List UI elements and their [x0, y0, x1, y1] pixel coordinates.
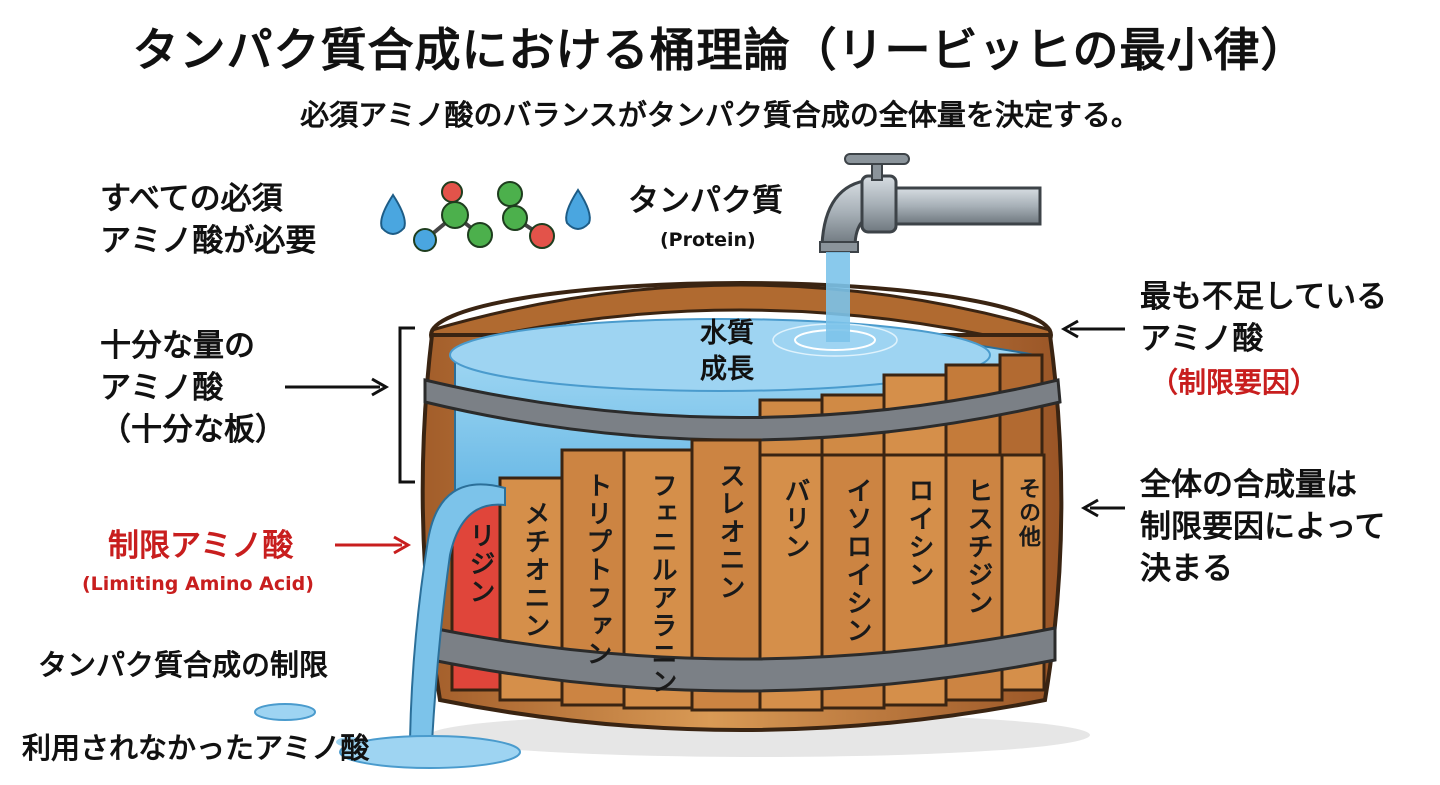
water-puddle	[339, 735, 521, 769]
arrow-icon	[285, 319, 1125, 555]
label-total-determined-line2: 制限要因によって	[1140, 509, 1386, 545]
label-limiting-factor: （制限要因）	[1150, 366, 1319, 399]
stave-label: ロイシン	[904, 477, 934, 589]
upper-hoop	[423, 378, 1062, 442]
label-sufficient-line3: （十分な板）	[100, 412, 286, 448]
stave-label: バリン	[780, 477, 810, 561]
stave-label: その他	[1015, 477, 1040, 549]
label-total-determined-line3: 決まる	[1140, 551, 1233, 587]
stave-label: ヒスチジン	[963, 477, 993, 617]
water-drop-icon	[380, 188, 591, 235]
label-water-quality-line1: 水質	[700, 318, 754, 349]
stave-label: イソロイシン	[842, 477, 872, 645]
label-sufficient-line2: アミノ酸	[100, 370, 224, 406]
label-most-deficient-line1: 最も不足している	[1140, 279, 1388, 315]
stave-label: トリプトファン	[582, 472, 612, 668]
label-water-quality-line2: 成長	[700, 354, 754, 385]
amino-acid-molecule-icon	[413, 181, 555, 252]
label-limiting-en: (Limiting Amino Acid)	[82, 573, 314, 595]
label-synthesis-limit: タンパク質合成の制限	[38, 648, 329, 682]
label-all-essential: すべての必須 アミノ酸が必要	[100, 178, 316, 262]
label-all-essential-line1: すべての必須	[100, 181, 283, 217]
label-sufficient: 十分な量の アミノ酸 （十分な板）	[100, 325, 286, 451]
label-water-quality: 水質 成長	[700, 316, 754, 388]
bracket-icon	[398, 326, 415, 484]
label-limiting: 制限アミノ酸	[108, 528, 294, 564]
faucet-icon	[819, 153, 1042, 342]
stave-label: スレオニン	[715, 462, 745, 602]
label-total-determined-line1: 全体の合成量は	[1140, 467, 1357, 503]
lower-hoop	[430, 626, 1057, 693]
label-most-deficient: 最も不足している アミノ酸	[1140, 276, 1387, 360]
stave-label: メチオニン	[520, 500, 550, 640]
page-title: タンパク質合成における桶理論（リービッヒの最小律）	[132, 23, 1308, 77]
stave-label: リジン	[465, 522, 495, 606]
label-total-determined: 全体の合成量は 制限要因によって 決まる	[1140, 464, 1386, 590]
label-protein-en: (Protein)	[660, 229, 756, 251]
label-unused: 利用されなかったアミノ酸	[22, 731, 370, 765]
stave-label: フェニルアラニン	[647, 472, 677, 696]
label-most-deficient-line2: アミノ酸	[1140, 321, 1264, 357]
label-all-essential-line2: アミノ酸が必要	[100, 223, 317, 259]
page-subtitle: 必須アミノ酸のバランスがタンパク質合成の全体量を決定する。	[300, 98, 1140, 132]
label-protein: タンパク質	[628, 183, 783, 219]
label-sufficient-line1: 十分な量の	[100, 328, 255, 364]
